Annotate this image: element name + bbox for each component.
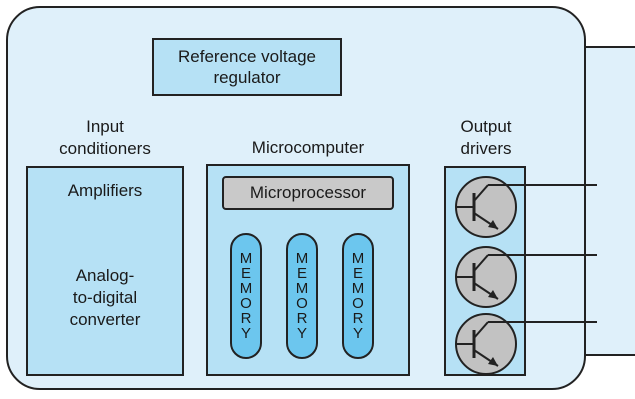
emitter-arrow bbox=[488, 220, 498, 229]
connector-tab bbox=[578, 46, 635, 356]
transistor-collector bbox=[473, 184, 489, 202]
memory-letter: E bbox=[296, 265, 307, 282]
amplifiers-label: Amplifiers bbox=[67, 181, 143, 200]
adc-label: Analog- to-digital converter bbox=[69, 266, 141, 329]
memory-letter: O bbox=[352, 295, 364, 312]
memory-letter: R bbox=[240, 310, 252, 327]
memory-letter: M bbox=[351, 250, 365, 267]
memory-letter: O bbox=[240, 295, 252, 312]
input-conditioners-box bbox=[26, 166, 184, 376]
memory-letter: M bbox=[295, 250, 309, 267]
memory-letter: Y bbox=[352, 325, 363, 342]
memory-letter: M bbox=[351, 280, 365, 297]
microcomputer-title: Microcomputer bbox=[251, 138, 365, 157]
memory-letter: R bbox=[352, 310, 364, 327]
memory-letter: Y bbox=[240, 325, 251, 342]
emitter-arrow bbox=[488, 357, 498, 366]
memory-letter: M bbox=[295, 280, 309, 297]
transistor-collector bbox=[473, 254, 489, 272]
memory-letter: O bbox=[296, 295, 308, 312]
memory-letter: Y bbox=[296, 325, 307, 342]
memory-letter: E bbox=[352, 265, 363, 282]
output-drivers-title: Output drivers bbox=[460, 117, 512, 158]
memory-letter: E bbox=[240, 265, 251, 282]
memory-letter: M bbox=[239, 250, 253, 267]
microprocessor-box: Microprocessor bbox=[222, 176, 394, 210]
reference-voltage-regulator: Reference voltage regulator bbox=[152, 38, 342, 96]
transistor-collector bbox=[473, 321, 489, 339]
input-conditioners-title: Input conditioners bbox=[59, 117, 151, 158]
emitter-arrow bbox=[488, 290, 498, 299]
memory-letter: M bbox=[239, 280, 253, 297]
memory-letter: R bbox=[296, 310, 308, 327]
